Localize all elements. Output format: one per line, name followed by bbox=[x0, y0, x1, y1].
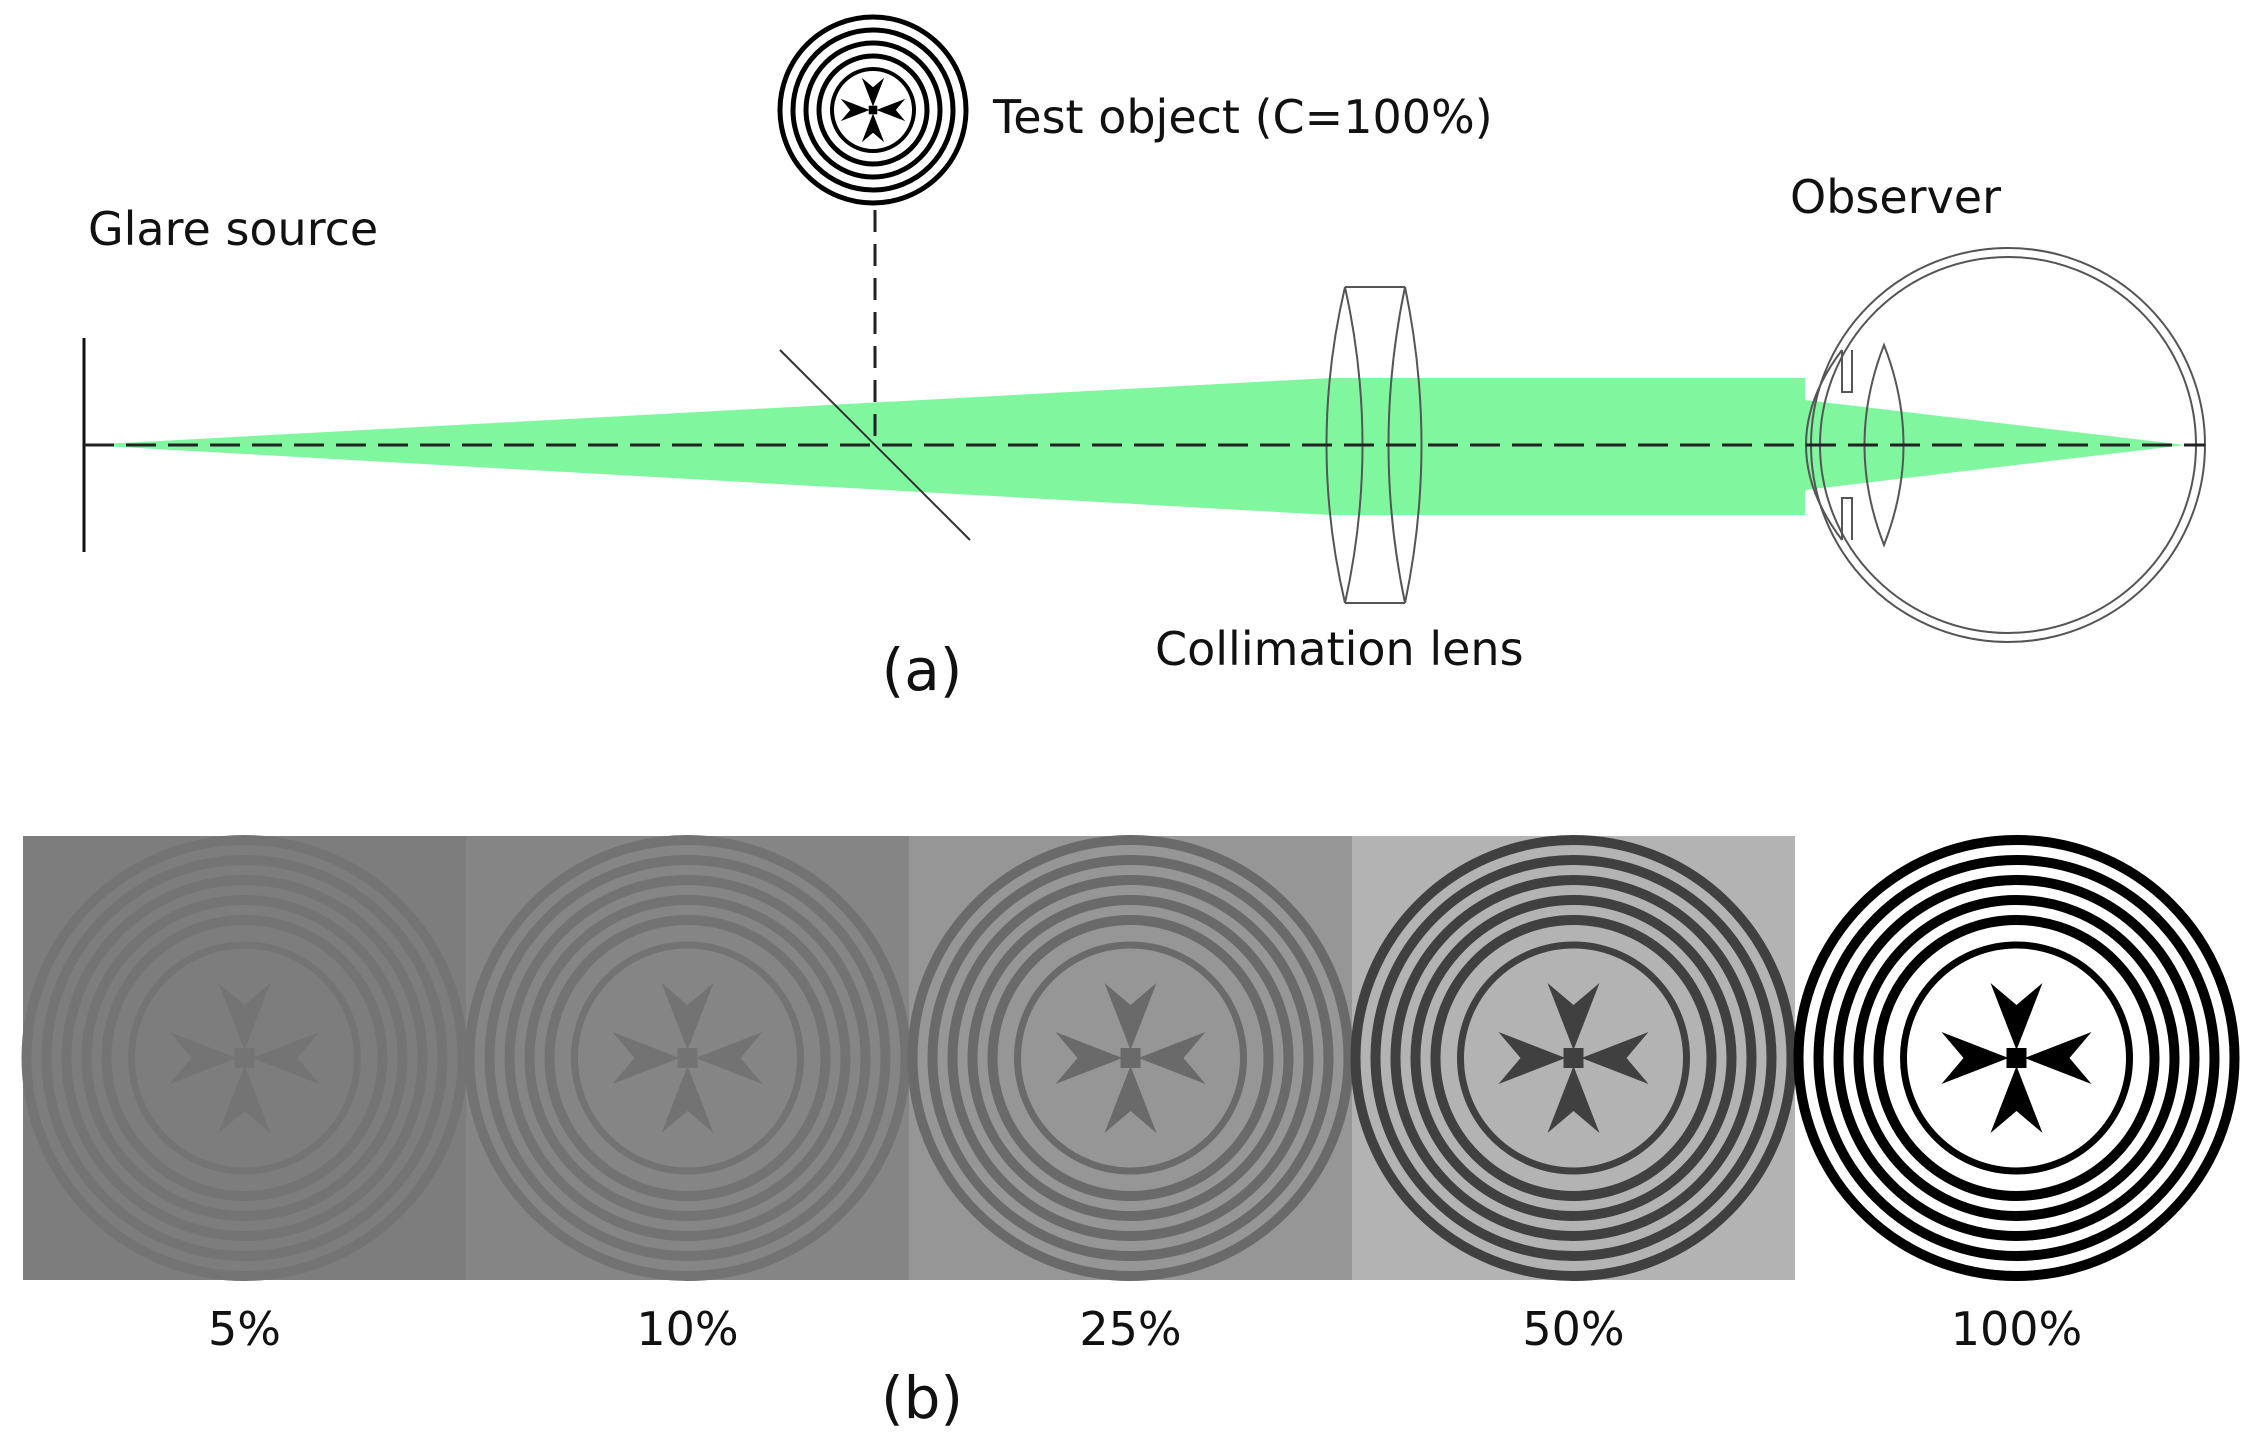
target-ring bbox=[61, 875, 428, 1241]
contrast-target-5pct: 5% bbox=[21, 835, 468, 1356]
contrast-label: 100% bbox=[1951, 1302, 2083, 1356]
target-ring bbox=[987, 915, 1274, 1201]
contrast-target-10pct: 10% bbox=[464, 835, 911, 1356]
target-ring bbox=[1014, 941, 1247, 1175]
target-ring bbox=[1410, 895, 1737, 1221]
target-ring bbox=[504, 875, 871, 1241]
target-ring bbox=[1900, 941, 2133, 1175]
target-ring bbox=[464, 835, 911, 1281]
target-ring bbox=[1390, 875, 1757, 1241]
beam-splitter bbox=[779, 349, 971, 541]
target-ring bbox=[967, 895, 1294, 1221]
target-ring bbox=[41, 855, 448, 1261]
contrast-target-100pct: 100% bbox=[1793, 835, 2240, 1356]
test-object-label: Test object (C=100%) bbox=[992, 90, 1493, 144]
target-ring bbox=[544, 915, 831, 1201]
target-ring bbox=[1457, 941, 1690, 1175]
target-ring bbox=[1370, 855, 1777, 1261]
collimation-lens-label: Collimation lens bbox=[1155, 622, 1524, 676]
test-object-icon bbox=[777, 14, 969, 206]
target-ring bbox=[524, 895, 851, 1221]
panel-b-targets: 5% 10% 25% 50% 100% bbox=[21, 835, 2240, 1356]
panel-a-setup: Glare source Test object (C=100%) Observ… bbox=[82, 14, 2206, 704]
target-ring bbox=[81, 895, 408, 1221]
observer-label: Observer bbox=[1790, 170, 2001, 224]
target-ring bbox=[571, 941, 804, 1175]
target-ring bbox=[1873, 915, 2160, 1201]
contrast-label: 25% bbox=[1079, 1302, 1181, 1356]
contrast-target-25pct: 25% bbox=[907, 835, 1354, 1356]
target-ring bbox=[1833, 875, 2200, 1241]
target-ring bbox=[1430, 915, 1717, 1201]
target-ring bbox=[101, 915, 388, 1201]
contrast-label: 50% bbox=[1522, 1302, 1624, 1356]
contrast-label: 10% bbox=[636, 1302, 738, 1356]
target-ring bbox=[128, 941, 361, 1175]
panel-a-label: (a) bbox=[882, 636, 963, 704]
target-ring bbox=[484, 855, 891, 1261]
panel-b-label: (b) bbox=[881, 1364, 963, 1432]
contrast-label: 5% bbox=[208, 1302, 281, 1356]
target-ring bbox=[1853, 895, 2180, 1221]
target-ring bbox=[1793, 835, 2240, 1281]
target-ring bbox=[907, 835, 1354, 1281]
glare-source-label: Glare source bbox=[88, 202, 378, 256]
target-ring bbox=[947, 875, 1314, 1241]
target-ring bbox=[1813, 855, 2220, 1261]
target-ring bbox=[927, 855, 1334, 1261]
target-ring bbox=[1350, 835, 1797, 1281]
target-ring bbox=[21, 835, 468, 1281]
contrast-target-50pct: 50% bbox=[1350, 835, 1797, 1356]
